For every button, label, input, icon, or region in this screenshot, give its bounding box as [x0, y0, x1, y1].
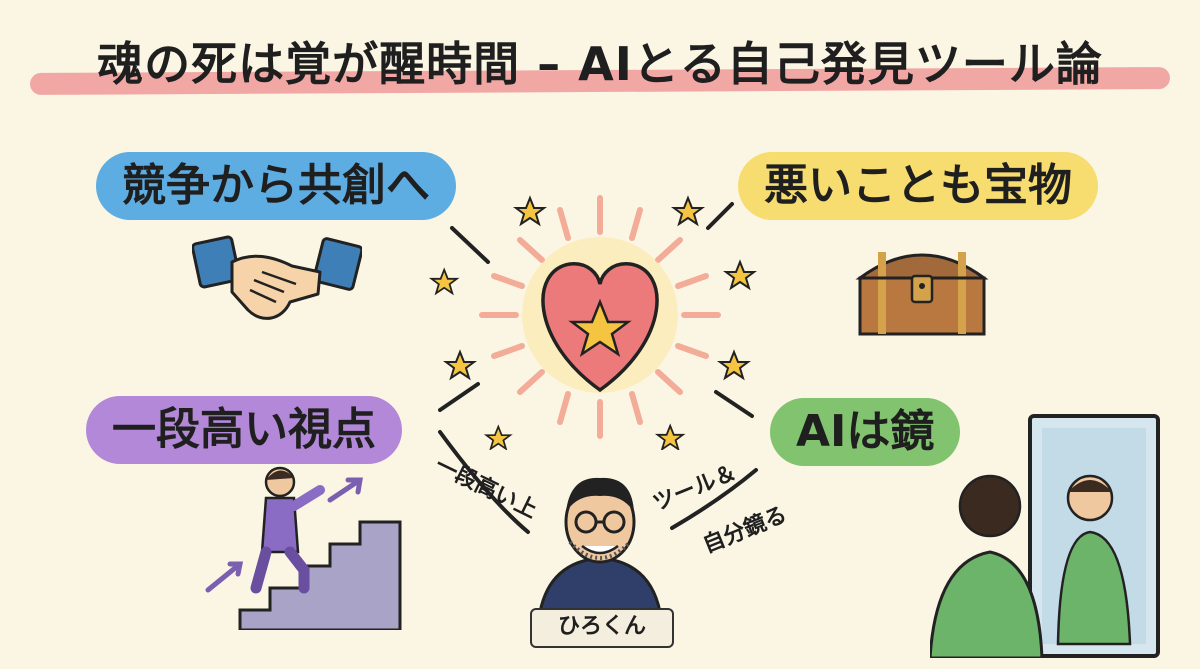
connector-bottom-left	[438, 382, 480, 412]
topic-higher-perspective: 一段高い視点	[86, 396, 402, 464]
climbing-stairs-icon	[205, 466, 402, 630]
heart-star-icon	[428, 195, 757, 450]
topic-competition-to-cocreation: 競争から共創へ	[96, 152, 456, 220]
treasure-chest-icon	[855, 252, 989, 336]
connector-top-left	[450, 226, 490, 264]
avatar	[538, 477, 662, 612]
name-banner: ひろくん	[530, 608, 674, 648]
connector-person-right	[670, 468, 758, 530]
topic-ai-mirror: AIは鏡	[770, 398, 961, 466]
handshake-icon	[192, 235, 362, 320]
page-title: 魂の死は覚が醒時間 – AIとる自己発見ツール論	[97, 37, 1103, 91]
topic-bad-things-treasure: 悪いことも宝物	[738, 152, 1098, 220]
mirror-reflection-icon	[930, 414, 1160, 658]
connector-person-left	[438, 430, 530, 534]
connector-bottom-right	[714, 390, 754, 418]
connector-top-right	[706, 202, 734, 230]
